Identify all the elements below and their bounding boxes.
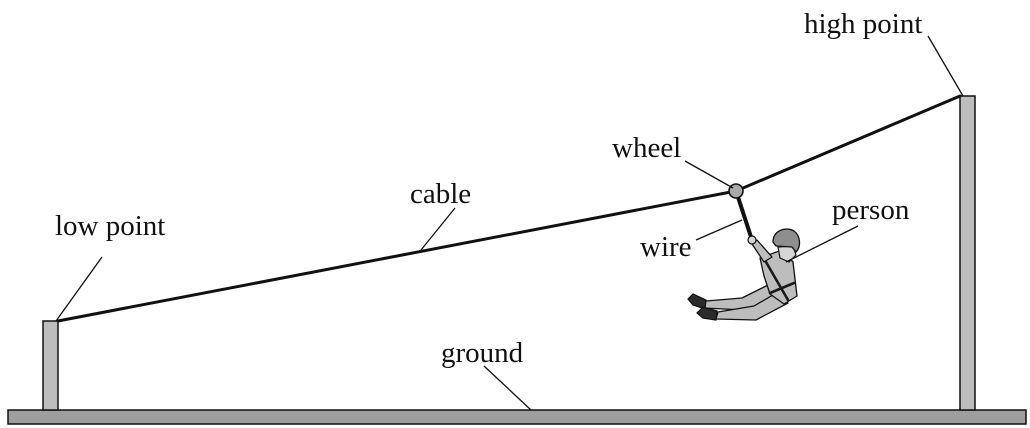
person-arm xyxy=(751,239,773,263)
cable-leader xyxy=(420,207,456,251)
label-ground: ground xyxy=(441,337,524,369)
high-post xyxy=(959,95,976,411)
harness-strap-2 xyxy=(768,281,796,295)
wire-leader xyxy=(695,219,743,241)
label-person: person xyxy=(832,194,910,226)
person-shoe-front xyxy=(696,306,718,321)
label-cable: cable xyxy=(410,178,471,210)
cable-line-upper xyxy=(734,94,962,193)
wheel-pulley xyxy=(728,183,744,199)
low-post xyxy=(42,320,59,411)
person-figure xyxy=(687,228,801,321)
label-wire: wire xyxy=(640,231,692,263)
harness-strap-1 xyxy=(764,260,790,302)
ground-bar xyxy=(7,409,1027,425)
wire-line xyxy=(735,192,754,242)
label-wheel: wheel xyxy=(612,132,681,164)
person-leader xyxy=(785,225,859,263)
label-low-point: low point xyxy=(55,210,165,242)
low-point-leader xyxy=(55,256,103,322)
person-helmet xyxy=(772,228,801,253)
ground-leader xyxy=(483,365,532,411)
person-hand xyxy=(747,235,757,245)
label-high-point: high point xyxy=(804,8,922,40)
high-point-leader xyxy=(927,35,964,97)
cable-line-lower xyxy=(56,189,738,323)
wheel-leader xyxy=(684,160,734,189)
